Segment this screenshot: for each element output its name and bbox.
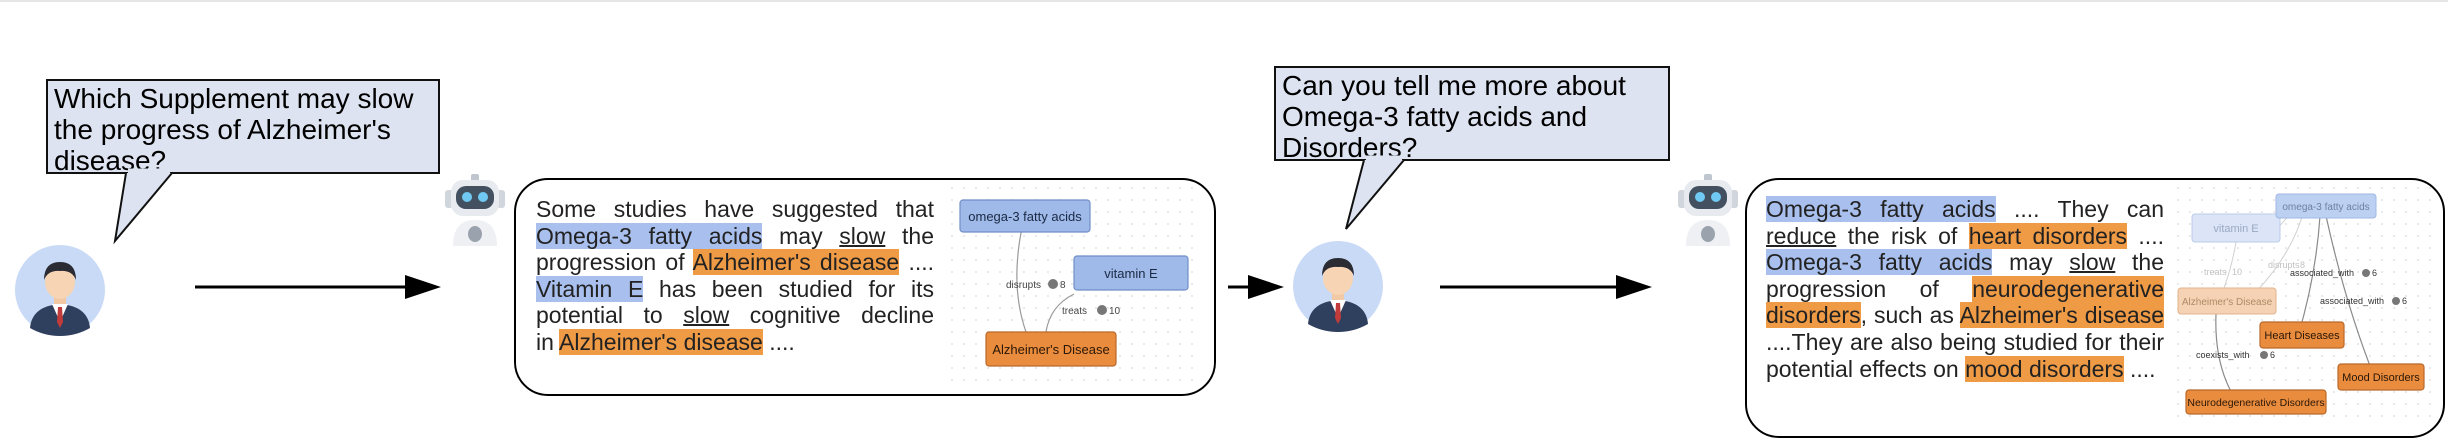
highlight-omega-3: Omega-3 fatty acids [536,222,763,249]
edge-associated-mood [2325,215,2375,377]
answer-1-word-may: may [779,222,823,249]
question-1-line-1: Which Supplement may slow [54,83,414,114]
node-vitamin-e-label: vitamin E [1104,266,1158,281]
highlight-slow: slow [839,222,886,249]
edge-count-disrupts: 8 [2300,260,2305,270]
edge-label-associated-1: associated_with [2290,268,2354,278]
node-vitamin-e [2191,213,2281,243]
edge-faded [2223,241,2237,289]
question-2-line-2: Omega-3 fatty acids and [1282,101,1588,132]
edge-count-associated-1: 6 [2372,268,2377,278]
edge-treats [1045,293,1075,333]
node-alzheimers-label: Alzheimer's Disease [2182,297,2273,308]
edge-label-disrupts: disrupts [2268,260,2300,270]
edge-label-associated-2: associated_with [2320,296,2384,306]
question-bubble-1: Which Supplement may slow the progress o… [46,79,440,176]
answer-2-of: of [1919,275,1939,302]
edge-count-disrupts: 8 [1060,280,1066,291]
edge-count-coexists: 6 [2270,350,2275,360]
answer-2-such-as: , such as [1860,302,1954,329]
knowledge-graph-1: disrupts 8 treats 10 omega-3 fatty acids… [950,186,1202,382]
edge-count-badge [2392,297,2400,305]
edge-count-treats: 10 [1109,306,1121,317]
user-avatar-icon [15,245,105,336]
edge-count-badge [1048,279,1058,289]
edge-disrupts [1016,227,1027,333]
knowledge-graph-2: disrupts 8 treats 10 associated_with 6 a… [2176,186,2434,418]
answer-2-risk-of: the risk of [1847,222,1958,249]
edge-count-associated-2: 6 [2402,296,2407,306]
highlight-neurodegenerative: neurodegenerative [1972,275,2165,302]
user-avatar-icon [1293,241,1383,332]
answer-1-ellipsis-2: .... [769,328,795,355]
highlight-slow-2: slow [683,302,730,329]
edge-count-badge [2362,269,2370,277]
answer-2-studied: ....They are also being studied for thei… [1766,328,2164,355]
answer-1-has-been: has been studied for its [659,275,934,302]
answer-2-ellipsis-2: .... [2138,222,2164,249]
answer-2-ellipsis: .... [2014,196,2040,222]
highlight-reduce: reduce [1766,222,1837,249]
highlight-mood-disorders: mood disorders [1965,355,2124,382]
highlight-disorders: disorders [1766,302,1861,329]
answer-2-potential: potential effects on [1766,355,1959,382]
node-heart-diseases [2259,321,2345,349]
edge-count-badge [1097,305,1107,315]
highlight-vitamin-e: Vitamin E [536,275,644,302]
answer-1-potential: potential to [536,302,663,329]
robot-icon [445,174,505,246]
node-omega-3-label: omega-3 fatty acids [2282,202,2369,213]
node-alzheimers-label: Alzheimer's Disease [992,342,1109,357]
arrow-right-icon [1228,275,1284,299]
answer-2-may: may [2009,249,2053,276]
question-1-line-2: the progress of Alzheimer's [54,114,391,145]
edge-count-treats: 10 [2232,267,2242,277]
answer-2-progression: progression [1766,275,1887,302]
answer-2-the: the [2132,249,2164,276]
edge-label-coexists: coexists_with [2196,350,2250,360]
arrow-right-icon [195,275,441,299]
answer-1-ellipsis: .... [908,249,935,276]
bubble-tail-2 [1345,155,1405,230]
node-omega-3 [2275,193,2377,219]
robot-icon [1678,174,1738,246]
answer-1-intro: Some studies have suggested that [536,196,934,222]
edge-count-badge [2260,351,2268,359]
answer-2-text: Omega-3 fatty acids .... They can reduce… [1766,196,2165,382]
node-omega-3 [959,199,1091,233]
node-vitamin-e-label: vitamin E [2213,223,2258,235]
answer-2-ellipsis-3: .... [2129,355,2156,382]
node-vitamin-e [1073,255,1189,291]
node-mood-disorders-label: Mood Disorders [2342,372,2420,384]
node-alzheimers [985,331,1117,367]
answer-1-text: Some studies have suggested that Omega-3… [536,196,934,356]
answer-1-progression: progression of [536,249,685,276]
answer-1-cognitive: cognitive decline [749,302,935,329]
top-border [0,0,2448,2]
arrow-right-icon [1440,275,1652,299]
highlight-heart-disorders: heart disorders [1968,222,2128,249]
node-heart-diseases-label: Heart Diseases [2264,330,2340,342]
answer-2-they-can: They can [2057,196,2165,222]
node-alzheimers [2177,287,2277,315]
highlight-omega-3: Omega-3 fatty acids [1766,196,1996,222]
node-neurodegenerative-label: Neurodegenerative Disorders [2187,397,2324,409]
edge-label-treats: treats [1062,306,1087,317]
node-omega-3-label: omega-3 fatty acids [968,209,1082,224]
highlight-omega-3-2: Omega-3 fatty acids [1766,249,1993,276]
highlight-slow: slow [2069,249,2116,276]
node-neurodegenerative [2185,389,2327,415]
highlight-alzheimers-2: Alzheimer's disease [559,328,763,355]
question-2-line-3: Disorders? [1282,132,1418,163]
question-2-line-1: Can you tell me more about [1282,70,1626,101]
question-bubble-2: Can you tell me more about Omega-3 fatty… [1274,66,1670,163]
node-mood-disorders [2337,363,2425,391]
bubble-tail-1 [113,168,173,245]
edge-label-treats: treats [2204,267,2227,277]
answer-1-in: in [536,328,554,355]
highlight-alzheimers: Alzheimer's disease [1959,302,2165,329]
highlight-alzheimers: Alzheimer's disease [692,249,900,276]
edge-label-disrupts: disrupts [1006,280,1041,291]
answer-1-word-the: the [902,222,934,249]
